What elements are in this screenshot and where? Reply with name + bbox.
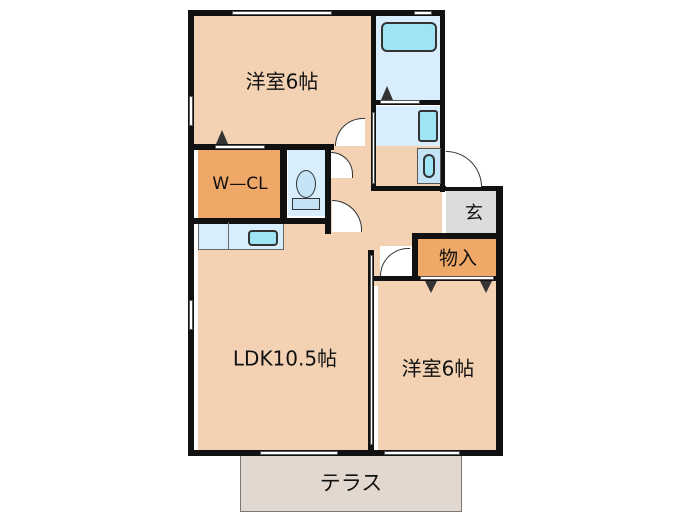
window: [232, 11, 332, 15]
terrace-label: テラス: [319, 471, 383, 495]
washbasin-icon: [418, 110, 438, 142]
wall: [325, 144, 331, 234]
entrance-label: 玄: [465, 203, 483, 224]
wall: [188, 10, 194, 456]
terrace: テラス: [240, 452, 462, 512]
wall: [188, 218, 330, 224]
wall: [280, 144, 287, 222]
storage-label: 物入: [438, 247, 478, 270]
sliding-door: [372, 112, 375, 184]
walk-in-closet-label: W—CL: [212, 174, 268, 194]
western-room-north: [193, 16, 371, 146]
wall: [371, 186, 443, 191]
entrance: [446, 190, 498, 234]
storage-door: [420, 276, 494, 280]
wall: [496, 186, 503, 456]
western-room-south: [378, 280, 500, 452]
bathtub-icon: [381, 22, 437, 52]
window: [189, 96, 193, 126]
western-room-south-label: 洋室6帖: [401, 356, 475, 381]
wall: [412, 233, 502, 239]
western-room-north-label: 洋室6帖: [245, 69, 319, 94]
washing-machine-icon: [417, 148, 441, 184]
door-swing: [380, 248, 410, 276]
wall: [412, 233, 418, 279]
window: [414, 11, 432, 15]
window: [260, 451, 338, 455]
window: [189, 300, 193, 330]
walk-in-closet: [198, 150, 282, 218]
door-swing: [446, 151, 482, 187]
kitchen-sink-icon: [248, 230, 278, 246]
counter-divider: [228, 222, 229, 250]
window: [384, 451, 460, 455]
wall: [188, 450, 503, 456]
sliding-door: [370, 255, 373, 445]
ldk-label: LDK10.5帖: [232, 346, 338, 371]
closet-door: [215, 145, 265, 149]
bath-door: [380, 100, 420, 104]
ldk: [198, 222, 370, 452]
marker-icon: [480, 281, 492, 293]
marker-icon: [425, 281, 437, 293]
marker-icon: [216, 130, 228, 144]
storage: [418, 238, 498, 276]
toilet-icon: [292, 170, 322, 214]
marker-icon: [381, 86, 393, 100]
wall: [440, 186, 502, 191]
